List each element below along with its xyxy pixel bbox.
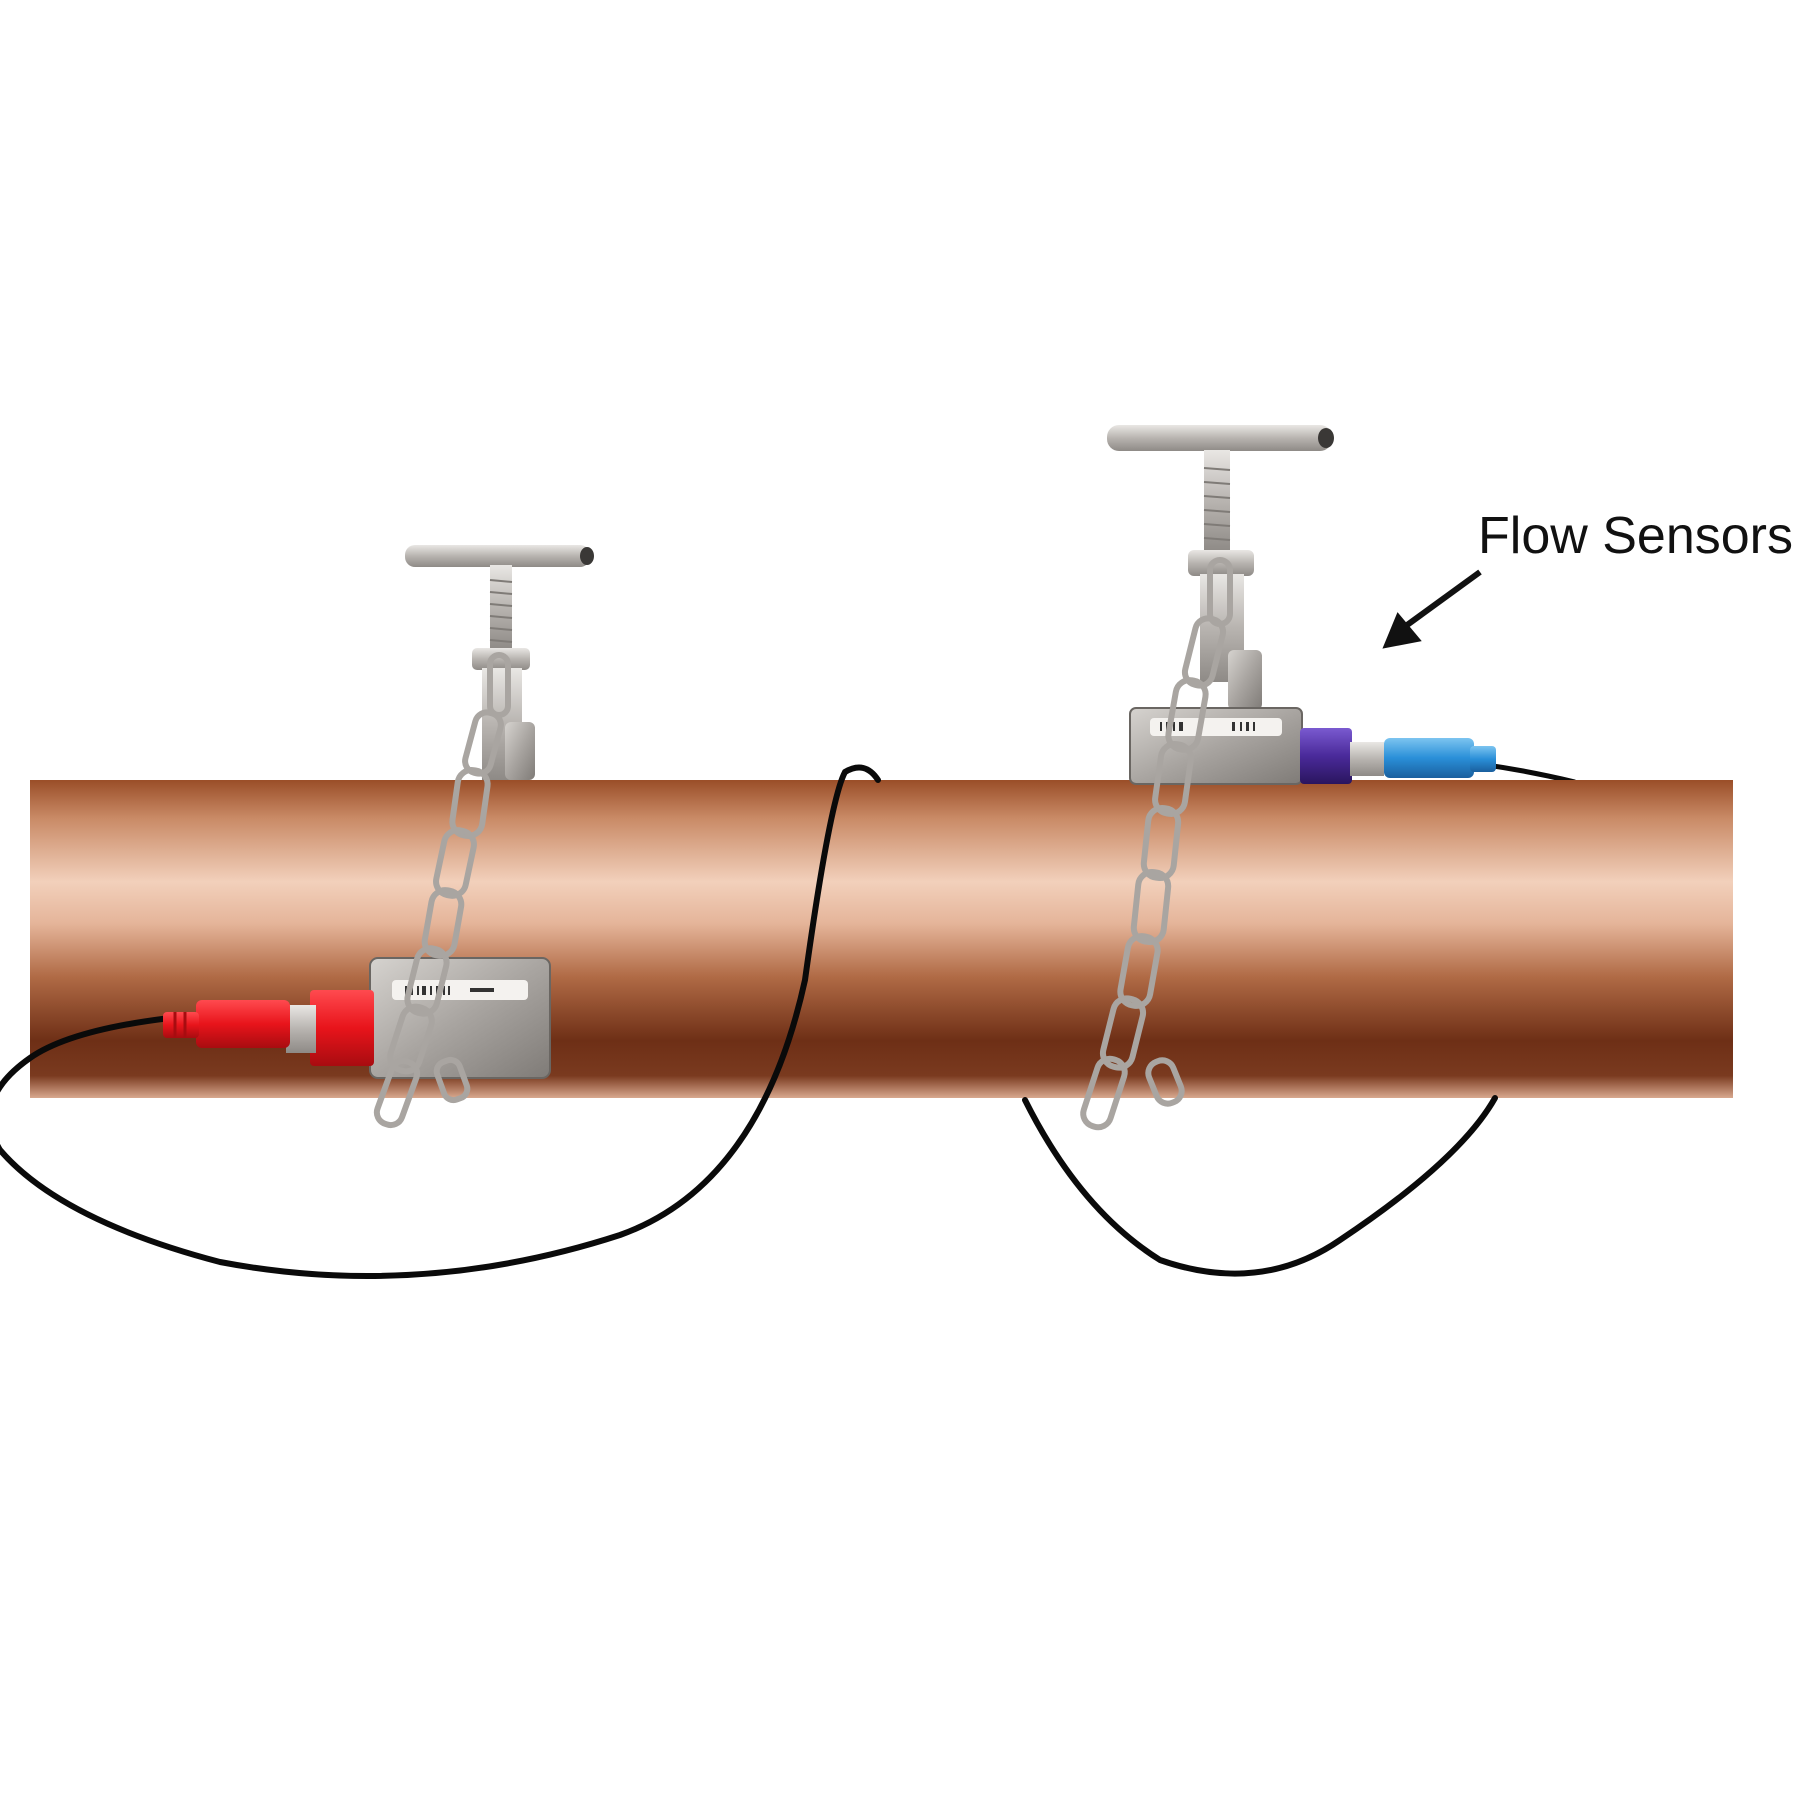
right-t-handle-bar <box>1107 425 1332 451</box>
left-chain <box>373 652 511 1129</box>
right-blue-plug <box>1384 738 1474 778</box>
right-sensor-clamp <box>1080 425 1496 1131</box>
copper-pipe <box>30 780 1733 1098</box>
left-t-handle-bar <box>405 545 590 567</box>
right-chain <box>1080 557 1233 1131</box>
cable-right-under <box>1022 1095 1498 1277</box>
callout-label: Flow Sensors <box>1478 507 1793 565</box>
left-red-coupling <box>310 990 374 1066</box>
right-purple-coupling <box>1300 728 1352 784</box>
right-screw <box>1204 450 1230 552</box>
left-sensor-clamp <box>163 545 594 1129</box>
left-screw <box>490 565 512 650</box>
left-red-plug <box>196 1000 290 1048</box>
cable-left <box>0 764 881 1280</box>
callout-arrow-icon <box>1382 569 1482 649</box>
